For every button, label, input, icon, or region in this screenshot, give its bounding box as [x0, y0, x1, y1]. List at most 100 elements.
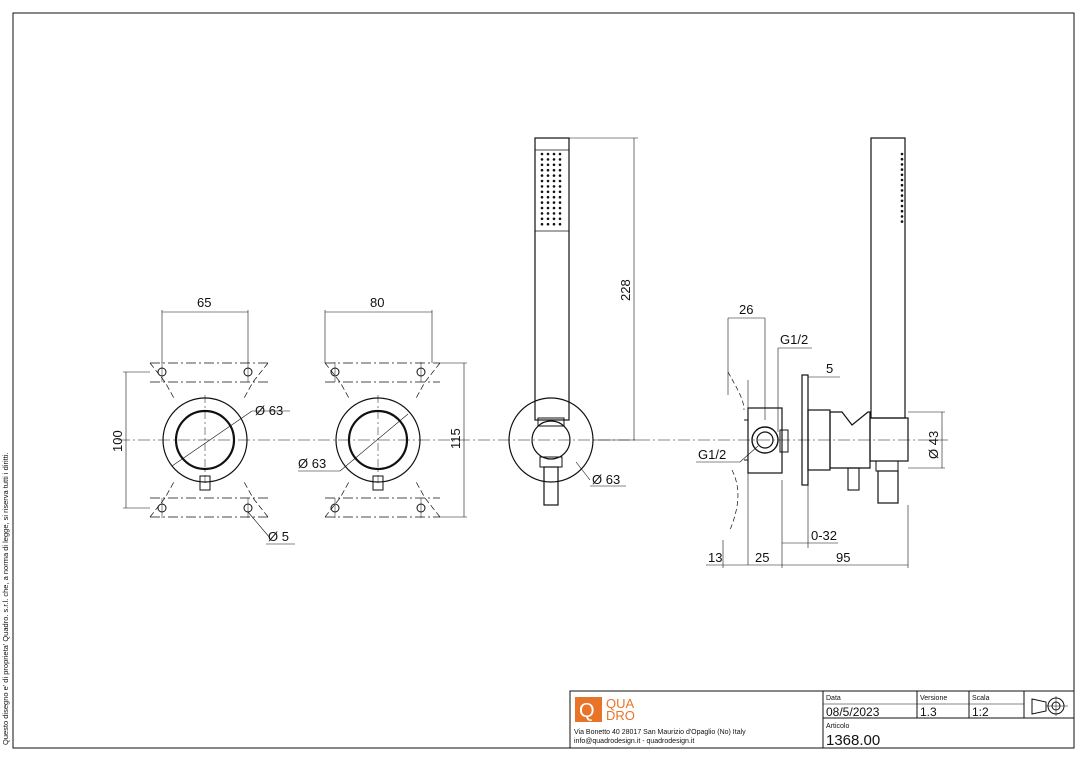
- spray-nozzle: [540, 179, 544, 183]
- spray-nozzle: [540, 206, 544, 210]
- spray-nozzle: [546, 158, 550, 161]
- spray-nozzle: [546, 163, 550, 167]
- side-spray-dots: [900, 152, 904, 223]
- spray-nozzle: [552, 158, 556, 161]
- dim-dia-43: Ø 43: [926, 431, 941, 459]
- spray-nozzle: [540, 212, 544, 215]
- spray-nozzle: [546, 195, 550, 199]
- dim-100: 100: [110, 430, 125, 452]
- logo-box: [575, 697, 602, 722]
- spray-nozzle: [546, 190, 550, 194]
- dim-dia-5: Ø 5: [268, 529, 289, 544]
- spray-nozzle: [540, 201, 544, 204]
- spray-nozzle: [540, 163, 544, 167]
- spray-nozzle: [552, 222, 556, 226]
- title-block: [569, 690, 1075, 749]
- version-value: 1.3: [920, 705, 937, 719]
- scale-value: 1:2: [972, 705, 989, 719]
- hand-shower-front: [508, 137, 638, 506]
- spray-nozzle: [558, 190, 562, 194]
- dim-thread-top: G1/2: [780, 332, 808, 347]
- spray-nozzle: [540, 185, 544, 188]
- spray-nozzle-side: [900, 215, 904, 218]
- spray-nozzle-side: [900, 173, 904, 177]
- spray-nozzle: [558, 222, 562, 226]
- spray-nozzle: [546, 152, 550, 156]
- version-label: Versione: [920, 695, 947, 702]
- sheet-border: [12, 12, 1075, 749]
- brand-line-2: DRO: [606, 708, 635, 723]
- spray-nozzle: [546, 201, 550, 204]
- dim-65: 65: [197, 295, 211, 310]
- dim-25: 25: [755, 550, 769, 565]
- dim-dia-63-a: Ø 63: [255, 403, 283, 418]
- spray-nozzle: [558, 185, 562, 188]
- spray-nozzle: [552, 195, 556, 199]
- spray-nozzle: [558, 174, 562, 177]
- spray-nozzle-side: [900, 163, 904, 166]
- spray-nozzle: [558, 163, 562, 167]
- spray-nozzle: [540, 190, 544, 194]
- spray-nozzle: [540, 158, 544, 161]
- spray-nozzle: [540, 222, 544, 226]
- spray-nozzle: [558, 195, 562, 199]
- spray-nozzle: [546, 168, 550, 172]
- spray-nozzle: [558, 158, 562, 161]
- spray-nozzle: [558, 152, 562, 156]
- company-contacts: info@quadrodesign.it - quadrodesign.it: [574, 738, 694, 745]
- logo-letter: Q: [579, 700, 595, 722]
- dim-115: 115: [448, 428, 463, 449]
- spray-nozzle: [540, 152, 544, 156]
- spray-nozzle-side: [900, 183, 904, 187]
- spray-nozzle: [558, 168, 562, 172]
- spray-nozzle: [558, 206, 562, 210]
- dim-95: 95: [836, 550, 850, 565]
- spray-nozzle: [552, 217, 556, 221]
- spray-nozzle-side: [900, 199, 904, 203]
- spray-nozzle: [540, 195, 544, 199]
- brand-line-1: QUA: [606, 696, 635, 711]
- dim-228: 228: [618, 279, 633, 301]
- dim-13: 13: [708, 550, 722, 565]
- spray-nozzle: [552, 206, 556, 210]
- spray-nozzle-side: [900, 189, 904, 192]
- spray-nozzle-side: [900, 194, 904, 197]
- spray-nozzle-side: [900, 157, 904, 161]
- date-value: 08/5/2023: [826, 705, 880, 719]
- date-label: Data: [826, 695, 841, 702]
- article-value: 1368.00: [826, 732, 880, 749]
- spray-nozzle: [546, 222, 550, 226]
- front-view-b: [298, 310, 467, 518]
- spray-nozzle: [558, 201, 562, 204]
- spray-nozzle: [552, 185, 556, 188]
- spray-nozzle: [552, 152, 556, 156]
- dim-5-side: 5: [826, 361, 833, 376]
- spray-nozzle-side: [900, 168, 904, 171]
- spray-nozzle: [552, 190, 556, 194]
- article-label: Articolo: [826, 723, 849, 730]
- front-view-a: [123, 310, 295, 545]
- spray-nozzle: [552, 174, 556, 177]
- scale-label: Scala: [972, 695, 990, 702]
- dim-dia-63-c: Ø 63: [592, 472, 620, 487]
- spray-nozzle: [546, 174, 550, 177]
- side-view: [696, 137, 945, 568]
- spray-nozzle: [558, 179, 562, 183]
- spray-nozzle-side: [900, 152, 904, 156]
- dim-26: 26: [739, 302, 753, 317]
- dim-dia-63-b: Ø 63: [298, 456, 326, 471]
- spray-nozzle: [552, 168, 556, 172]
- spray-nozzle-side: [900, 209, 904, 213]
- spray-nozzle: [558, 217, 562, 221]
- spray-nozzle: [552, 212, 556, 215]
- dim-0-32: 0-32: [811, 528, 837, 543]
- spray-nozzle: [558, 212, 562, 215]
- spray-nozzle-side: [900, 178, 904, 182]
- spray-nozzle: [546, 185, 550, 188]
- dim-thread-left: G1/2: [698, 447, 726, 462]
- spray-nozzle: [540, 217, 544, 221]
- spray-nozzle: [546, 179, 550, 183]
- spray-nozzle: [546, 212, 550, 215]
- copyright-side-note: Questo disegno e' di proprieta' Quadro. …: [1, 452, 10, 745]
